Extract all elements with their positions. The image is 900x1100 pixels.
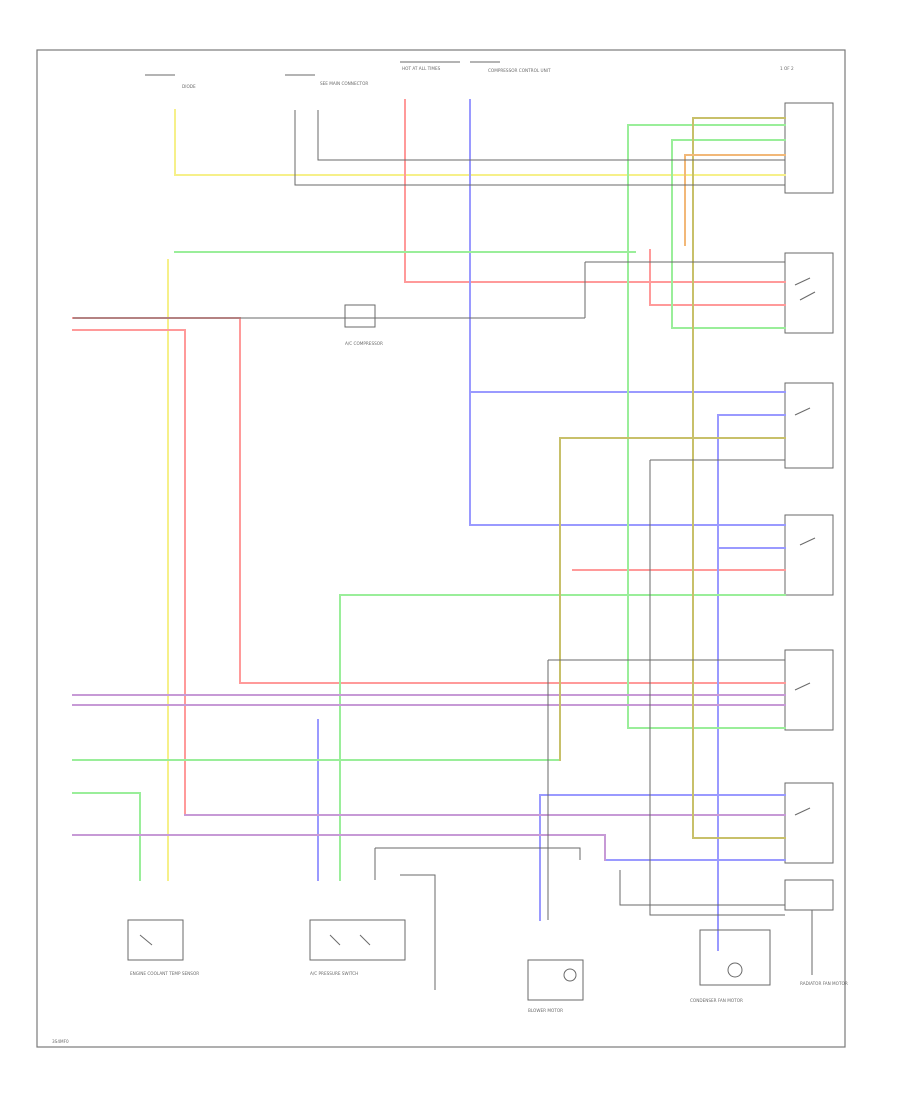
top-label-2: SEE MAIN CONNECTOR xyxy=(320,81,368,86)
top-label-4: COMPRESSOR CONTROL UNIT xyxy=(488,68,551,73)
purple-wires xyxy=(72,694,786,861)
top-label-1: DIODE xyxy=(182,84,196,89)
blue-wires xyxy=(317,99,786,951)
comp-label-5: CONDENSER FAN MOTOR xyxy=(690,998,743,1003)
compressor-clutch: A/C COMPRESSOR xyxy=(344,304,545,346)
top-connector-group: DIODE SEE MAIN CONNECTOR HOT AT ALL TIME… xyxy=(145,61,551,89)
green-wires xyxy=(72,124,786,881)
comp-label-4: BLOWER MOTOR xyxy=(528,1008,563,1013)
comp-label-1: A/C COMPRESSOR xyxy=(345,341,383,346)
comp-label-6: RADIATOR FAN MOTOR xyxy=(800,981,848,986)
relay-switches xyxy=(794,277,816,816)
bottom-components: ENGINE COOLANT TEMP SENSOR A/C PRESSURE … xyxy=(127,910,848,1013)
comp-label-2: ENGINE COOLANT TEMP SENSOR xyxy=(130,971,199,976)
top-label-3: HOT AT ALL TIMES xyxy=(402,66,441,71)
diagram-frame xyxy=(36,49,846,1048)
red-wires xyxy=(72,99,786,816)
olive-wires xyxy=(559,117,786,839)
figure-code: 3S4MF0 xyxy=(52,1039,69,1044)
gray-wires xyxy=(73,110,785,990)
header-right-label: 1 OF 2 xyxy=(780,66,794,71)
right-connector-blocks xyxy=(784,102,834,911)
comp-label-3: A/C PRESSURE SWITCH xyxy=(310,971,358,976)
yellow-wires xyxy=(167,109,786,881)
